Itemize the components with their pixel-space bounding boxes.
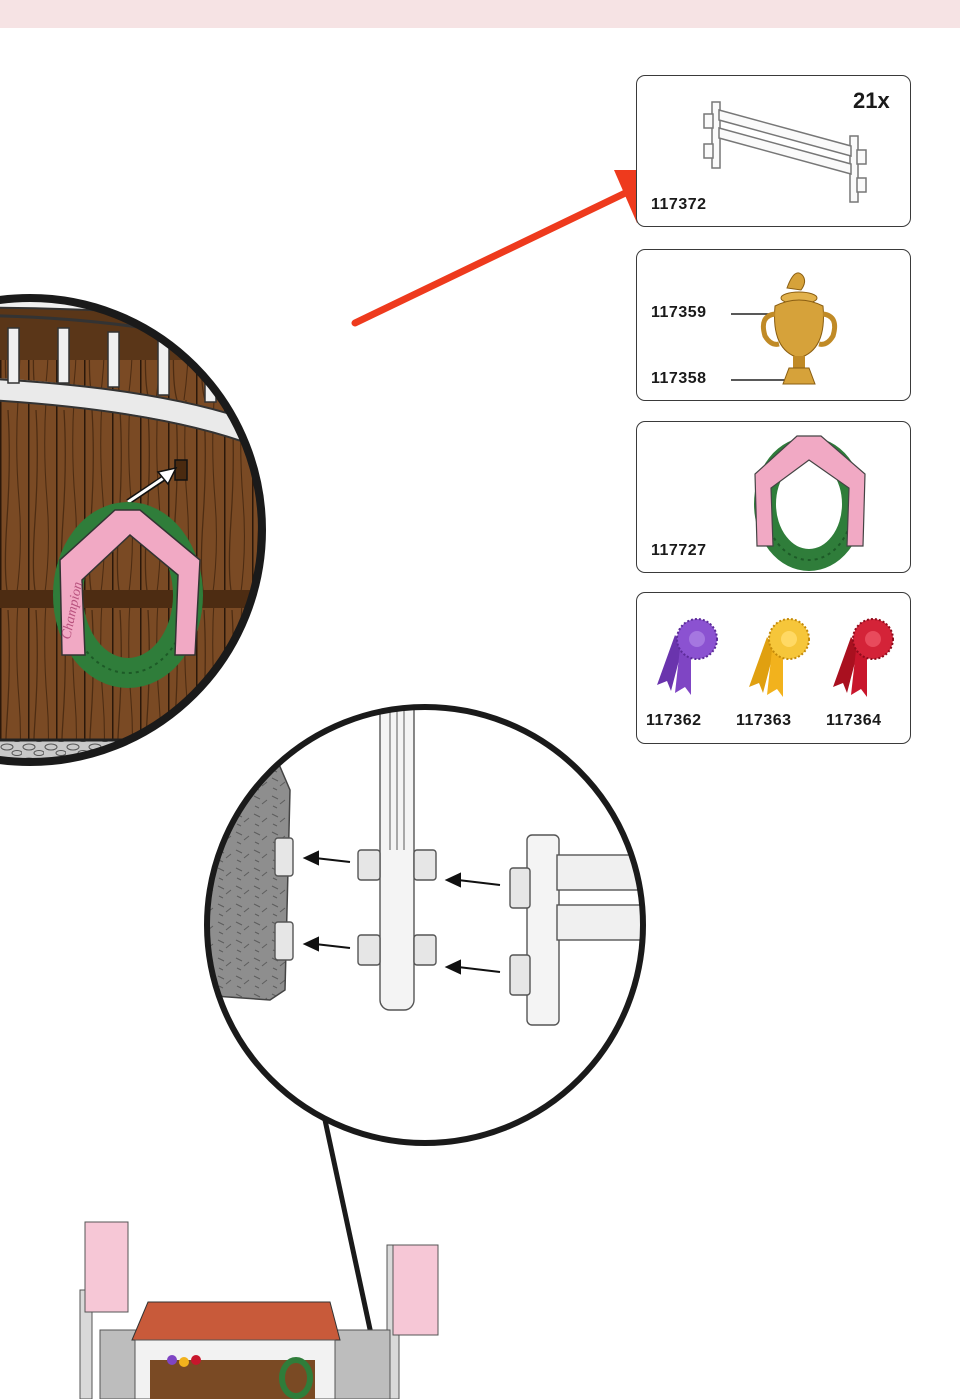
trophy-icon <box>731 272 838 385</box>
ribbon-part-number: 117364 <box>826 712 882 729</box>
ribbon-part-number: 117362 <box>646 712 702 729</box>
red-rosette-icon <box>833 618 894 697</box>
top-bar <box>0 0 960 28</box>
ribbons-graphic <box>657 618 894 697</box>
fence-icon <box>703 101 867 203</box>
trophy-lid-number: 117359 <box>651 304 707 321</box>
ribbon-part-number: 117363 <box>736 712 792 729</box>
part-card-wreath: 117727 <box>636 421 911 573</box>
champion-wreath-icon <box>754 435 866 571</box>
fence-part-number: 117372 <box>651 196 707 213</box>
stable-building <box>79 1221 439 1399</box>
wreath-part-number: 117727 <box>651 542 707 559</box>
fence-quantity: 21x <box>853 88 890 113</box>
purple-rosette-icon <box>657 618 718 695</box>
fence-attach-detail-circle <box>204 704 646 1399</box>
part-card-ribbons: 117362 117363 117364 <box>636 592 911 744</box>
part-card-trophy: 117359 117358 <box>636 249 911 401</box>
part-card-fence: 21x 117372 <box>636 75 911 227</box>
wreath-detail-circle: Champion <box>0 294 266 766</box>
pointer-arrow <box>351 170 675 327</box>
yellow-rosette-icon <box>749 618 810 697</box>
trophy-base-number: 117358 <box>651 370 707 387</box>
